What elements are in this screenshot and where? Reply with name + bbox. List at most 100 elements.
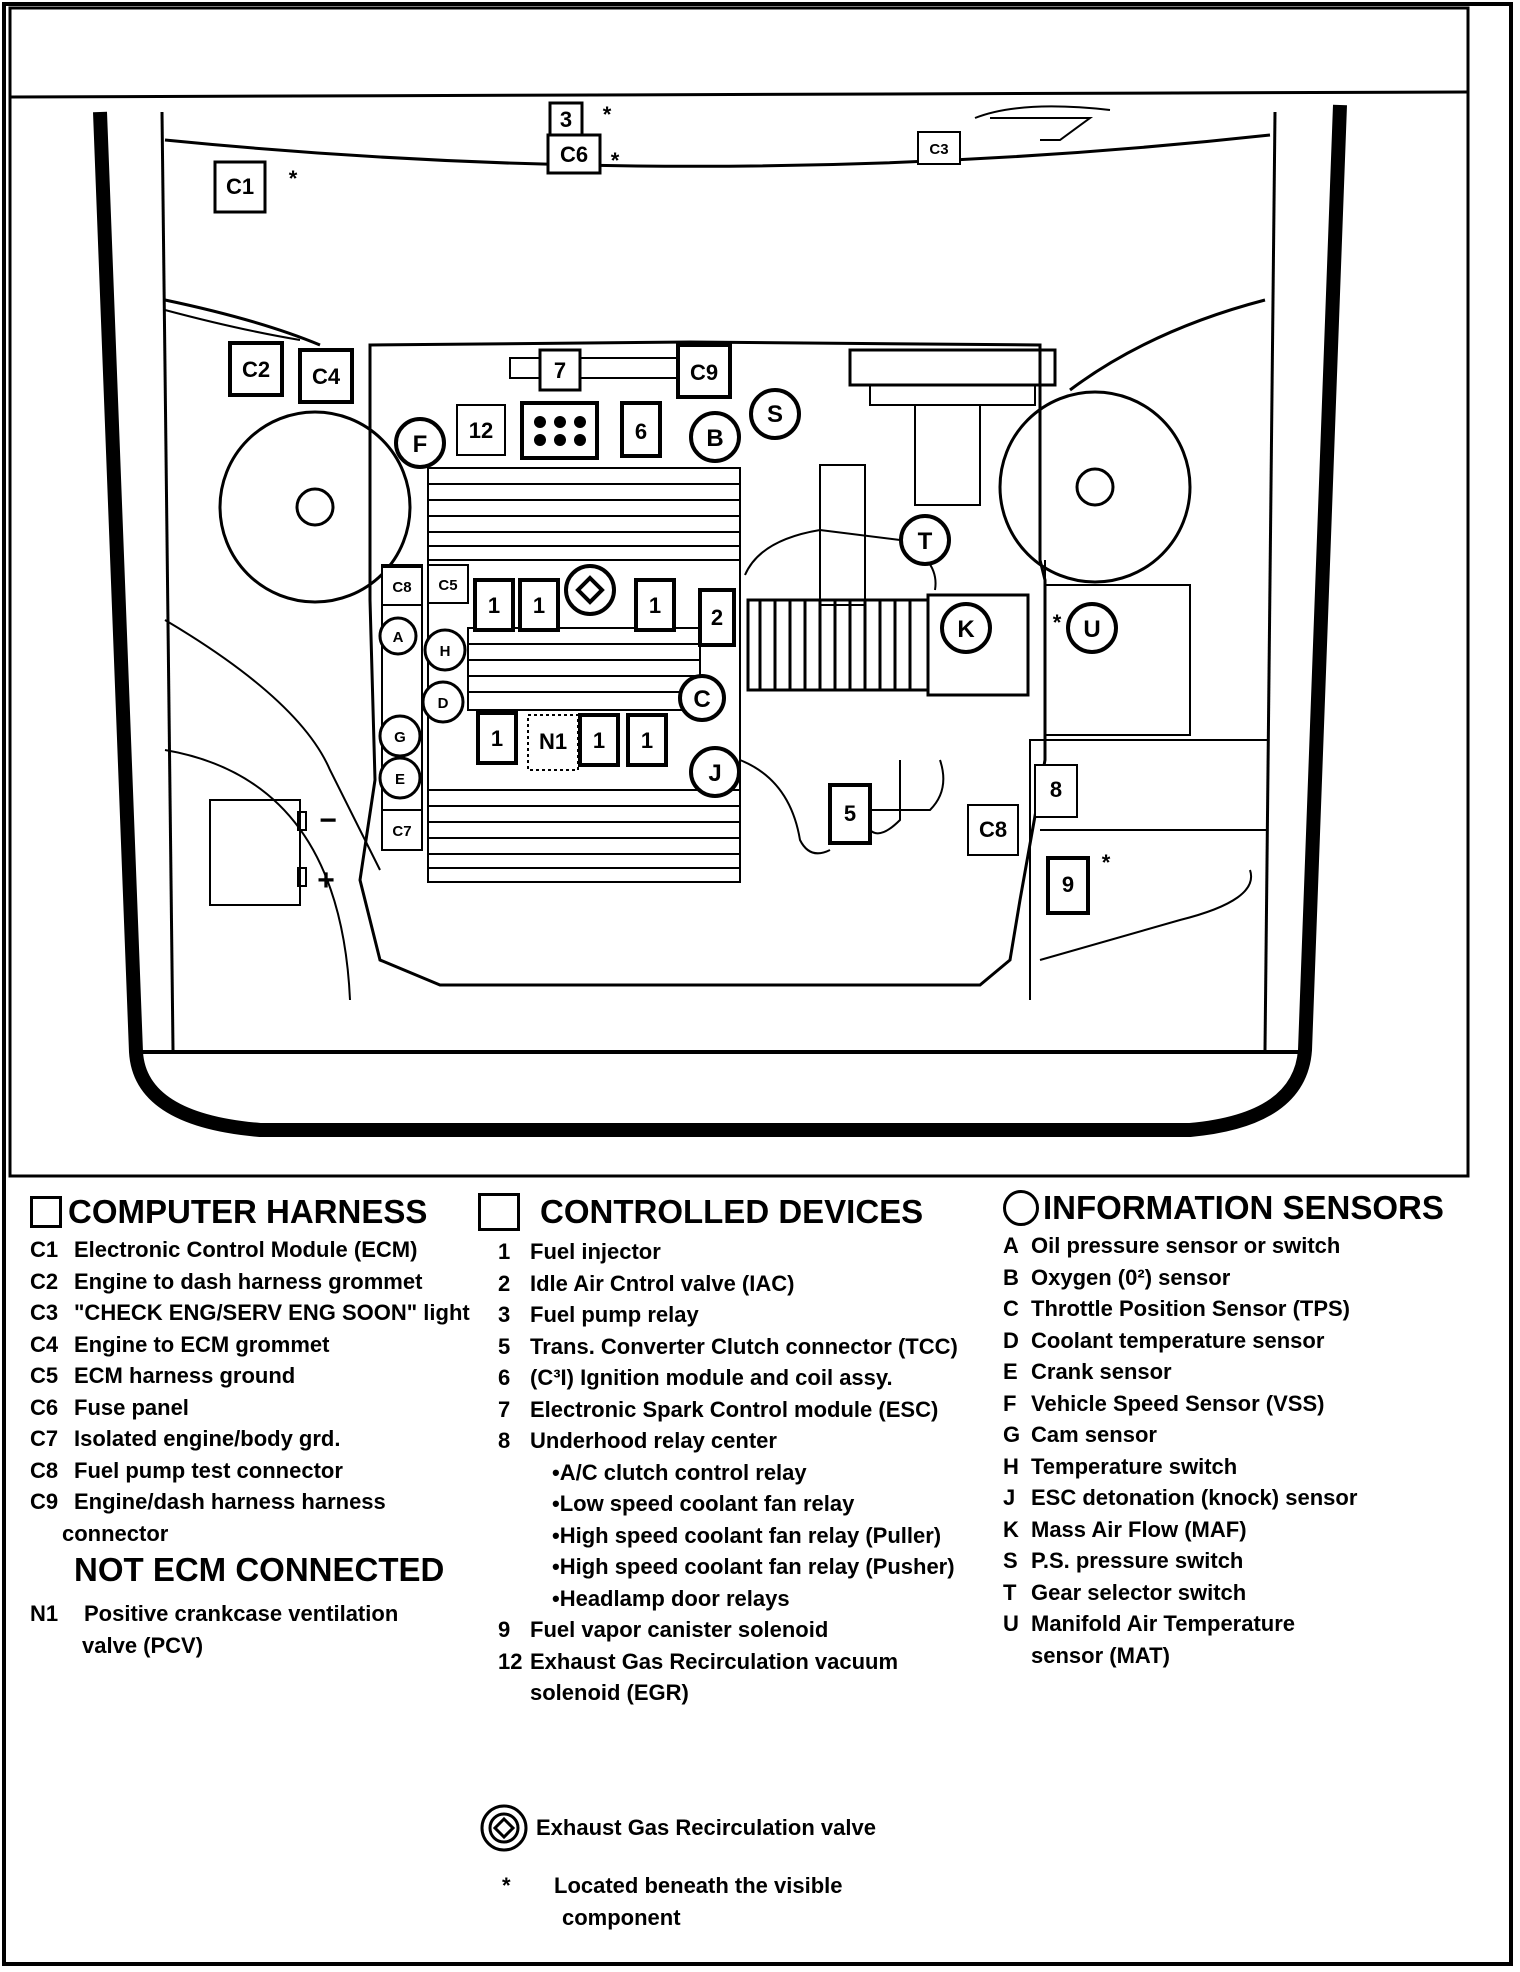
sensor-k-circle bbox=[940, 602, 992, 654]
label-star: * bbox=[611, 148, 620, 173]
square-key-icon bbox=[30, 1196, 62, 1228]
label-d2: 2 bbox=[711, 605, 723, 630]
label-star: * bbox=[1102, 850, 1111, 875]
label-c4: C4 bbox=[312, 364, 341, 389]
left-pulley bbox=[218, 410, 412, 604]
label-plus: + bbox=[317, 864, 335, 897]
sensor-d-circle bbox=[421, 680, 465, 724]
label-n1: N1 bbox=[539, 729, 567, 754]
label-d3: 3 bbox=[560, 107, 572, 132]
relay-item: •High speed coolant fan relay (Puller) bbox=[552, 1522, 942, 1548]
star-key: * bbox=[502, 1873, 511, 1898]
c1-box bbox=[213, 160, 267, 214]
label-sG: G bbox=[394, 729, 406, 746]
egr-note: Exhaust Gas Recirculation valve bbox=[478, 1802, 876, 1854]
sensor-s-circle bbox=[749, 388, 801, 440]
label-d8: 8 bbox=[1050, 777, 1062, 802]
star-note: *Located beneath the visible component bbox=[502, 1870, 843, 1933]
d5-box bbox=[828, 783, 872, 845]
d7-box bbox=[538, 348, 582, 392]
label-sT: T bbox=[918, 528, 933, 555]
label-star: * bbox=[289, 166, 298, 191]
d1f-box bbox=[626, 713, 668, 767]
legend-row-cont: sensor (MAT) bbox=[1031, 1642, 1170, 1668]
label-c5: C5 bbox=[438, 577, 457, 594]
label-sJ: J bbox=[708, 760, 721, 787]
legend-title: COMPUTER HARNESS bbox=[68, 1193, 428, 1230]
intake-ribs-middle bbox=[467, 627, 701, 711]
label-c6: C6 bbox=[560, 142, 588, 167]
d3-box bbox=[548, 101, 584, 137]
sensor-e-circle bbox=[378, 756, 422, 800]
egr-valve-icon bbox=[480, 1804, 528, 1852]
legend-title: NOT ECM CONNECTED bbox=[74, 1551, 445, 1588]
label-c3: C3 bbox=[929, 141, 948, 158]
d8-box bbox=[1034, 764, 1078, 818]
label-sB: B bbox=[706, 425, 723, 452]
star-note-row: *Located beneath the visible bbox=[502, 1870, 843, 1902]
square-key-icon bbox=[478, 1193, 520, 1231]
egr-note-text: Exhaust Gas Recirculation valve bbox=[536, 1815, 876, 1841]
c3-box bbox=[917, 131, 961, 165]
legend-title: CONTROLLED DEVICES bbox=[540, 1193, 924, 1230]
air-intake-duct bbox=[746, 598, 930, 692]
c7-box bbox=[381, 809, 423, 851]
sensor-b-circle bbox=[689, 411, 741, 463]
label-d1b: 1 bbox=[533, 593, 545, 618]
label-d1f: 1 bbox=[641, 728, 653, 753]
d2-box bbox=[698, 588, 736, 647]
egr-valve-circle bbox=[564, 564, 616, 616]
legend-row: 6(C³I) Ignition module and coil assy. bbox=[498, 1365, 893, 1390]
legend-title: INFORMATION SENSORS bbox=[1043, 1189, 1444, 1226]
label-c2: C2 bbox=[242, 357, 270, 382]
legend-header: INFORMATION SENSORS bbox=[1003, 1188, 1444, 1228]
label-star: * bbox=[1053, 610, 1062, 635]
label-c9: C9 bbox=[690, 360, 718, 385]
egr-valve-icon bbox=[575, 575, 605, 605]
sensor-t-circle bbox=[899, 514, 951, 566]
c2-box bbox=[228, 341, 284, 397]
label-d6: 6 bbox=[635, 419, 647, 444]
sensor-j-circle bbox=[689, 746, 741, 798]
intake-ribs-top bbox=[427, 467, 741, 561]
d1d-box bbox=[476, 711, 518, 765]
d12-box bbox=[456, 404, 506, 456]
diagram-frame bbox=[8, 6, 1470, 1178]
label-d1d: 1 bbox=[491, 726, 503, 751]
sensor-u-circle bbox=[1066, 602, 1118, 654]
c4-box bbox=[298, 348, 354, 404]
label-d1c: 1 bbox=[649, 593, 661, 618]
d6-box bbox=[620, 401, 662, 458]
d9-box bbox=[1046, 856, 1090, 915]
legend-row-cont: connector bbox=[62, 1520, 169, 1546]
c8-right-box bbox=[967, 804, 1019, 856]
label-sK: K bbox=[957, 616, 975, 643]
d1c-box bbox=[634, 578, 676, 632]
relay-item: •A/C clutch control relay bbox=[552, 1459, 807, 1485]
